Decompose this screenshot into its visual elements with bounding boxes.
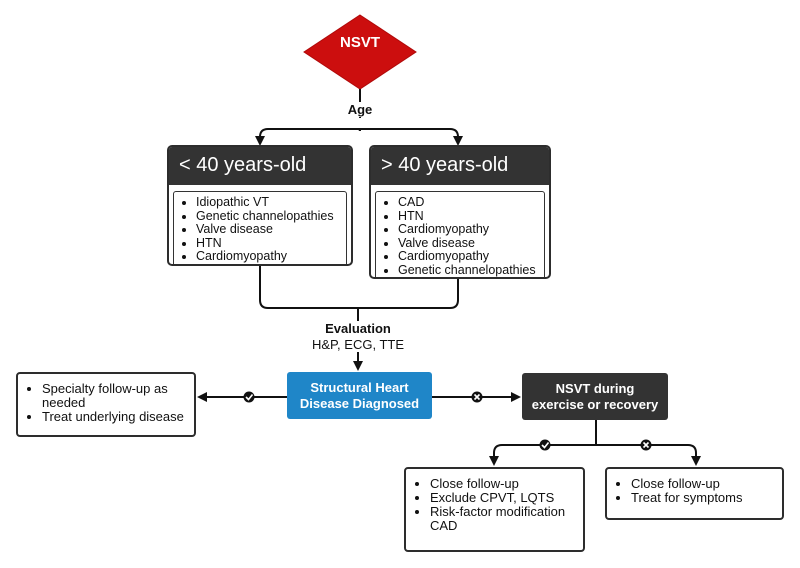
list-item: Risk-factor modification CAD xyxy=(430,505,575,533)
nsvt-label: NSVT xyxy=(339,34,380,51)
age-label: Age xyxy=(340,102,380,117)
list-item: Cardiomyopathy xyxy=(196,250,340,264)
list-item: Specialty follow-up as needed xyxy=(42,382,186,410)
under-40-title: < 40 years-old xyxy=(169,147,351,185)
list-item: CAD xyxy=(398,195,538,210)
list-item: Exclude CPVT, LQTS xyxy=(430,491,575,505)
over-40-card: > 40 years-old CAD HTN Cardiomyopathy Va… xyxy=(369,145,551,279)
exercise-yes-outcome: Close follow-up Exclude CPVT, LQTS Risk-… xyxy=(404,467,585,552)
list-item: Idiopathic VT xyxy=(196,195,340,210)
exercise-yes-list: Close follow-up Exclude CPVT, LQTS Risk-… xyxy=(406,469,583,539)
list-item: Genetic channelopathies xyxy=(196,209,340,224)
over-40-list: CAD HTN Cardiomyopathy Valve disease Car… xyxy=(376,192,544,277)
under-40-list-box: Idiopathic VT Genetic channelopathies Va… xyxy=(173,191,347,264)
list-item: Genetic channelopathies xyxy=(398,263,538,277)
nsvt-diamond xyxy=(303,14,417,90)
under-40-card: < 40 years-old Idiopathic VT Genetic cha… xyxy=(167,145,353,266)
structural-heart-disease-node: Structural Heart Disease Diagnosed xyxy=(287,372,432,419)
over-40-title: > 40 years-old xyxy=(371,147,549,185)
list-item: Valve disease xyxy=(196,223,340,237)
list-item: Close follow-up xyxy=(430,477,575,491)
evaluation-title: Evaluation xyxy=(308,321,408,336)
exercise-split-connector xyxy=(489,420,701,466)
shd-yes-list: Specialty follow-up as needed Treat unde… xyxy=(18,374,194,430)
exercise-nsvt-node: NSVT during exercise or recovery xyxy=(522,373,668,420)
list-item: Treat for symptoms xyxy=(631,491,774,505)
over-40-list-box: CAD HTN Cardiomyopathy Valve disease Car… xyxy=(375,191,545,277)
list-item: HTN xyxy=(398,209,538,224)
list-item: Valve disease xyxy=(398,236,538,251)
check-icon xyxy=(539,439,551,451)
list-item: Cardiomyopathy xyxy=(398,223,538,237)
evaluation-detail: H&P, ECG, TTE xyxy=(298,337,418,352)
list-item: Close follow-up xyxy=(631,477,774,491)
exercise-no-list: Close follow-up Treat for symptoms xyxy=(607,469,782,511)
list-item: Treat underlying disease xyxy=(42,410,186,424)
evaluation-merge-connector xyxy=(259,265,459,371)
shd-yes-outcome: Specialty follow-up as needed Treat unde… xyxy=(16,372,196,437)
under-40-list: Idiopathic VT Genetic channelopathies Va… xyxy=(174,192,346,264)
check-icon xyxy=(243,391,255,403)
list-item: HTN xyxy=(196,236,340,251)
exercise-no-outcome: Close follow-up Treat for symptoms xyxy=(605,467,784,520)
list-item: Cardiomyopathy xyxy=(398,250,538,264)
